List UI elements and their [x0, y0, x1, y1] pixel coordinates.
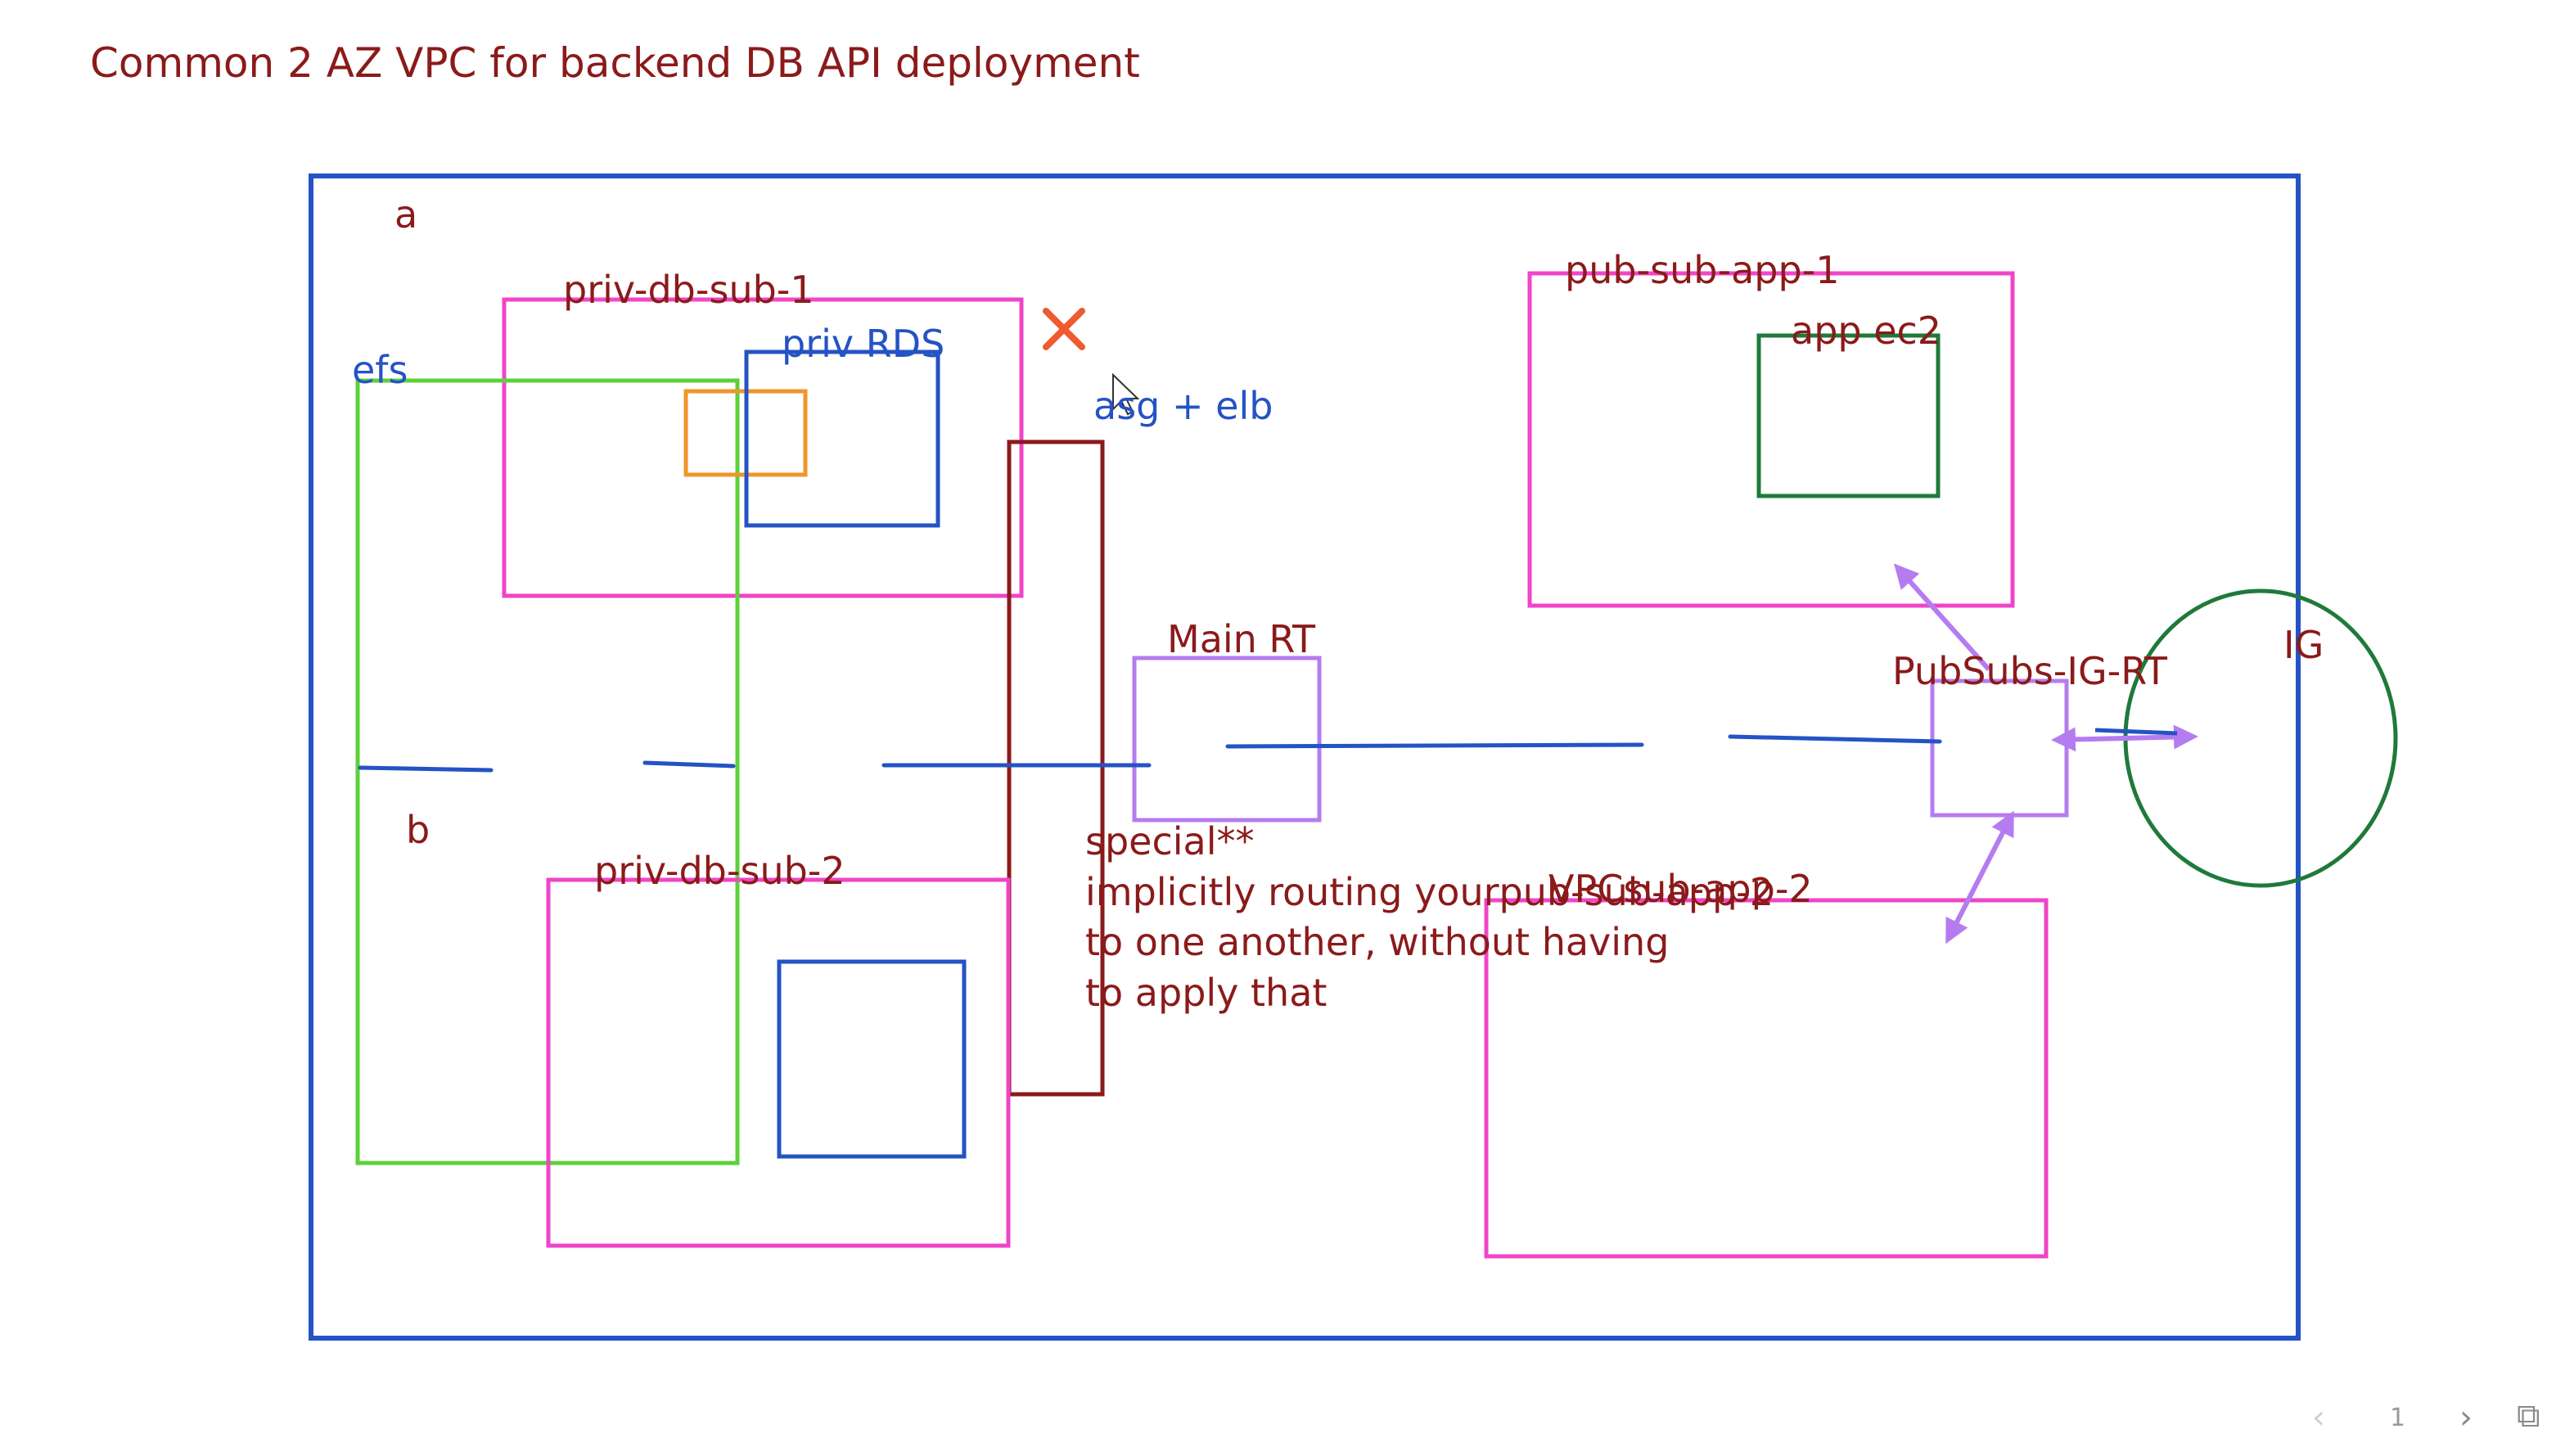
note-line-3: to one another, without having — [1085, 920, 1669, 964]
pager: ‹ 1 › ⧉ — [2247, 1366, 2574, 1456]
rt-ig-blue-link — [2094, 728, 2178, 736]
page-title: Common 2 AZ VPC for backend DB API deplo… — [90, 39, 1140, 87]
open-external-icon[interactable]: ⧉ — [2517, 1397, 2540, 1435]
pubsubs-ig-rt-box — [1930, 678, 2069, 818]
az-a-label: a — [394, 192, 417, 237]
pub-sub-app-1-box — [1527, 271, 2015, 608]
vpc-boundary — [309, 174, 2301, 1341]
priv-db-sub-1-label: priv-db-sub-1 — [563, 268, 814, 312]
priv-db-sub-2-label: priv-db-sub-2 — [594, 849, 845, 893]
note-line-1: special** — [1085, 819, 1255, 863]
rds-standby-box — [777, 959, 967, 1159]
arrow-rt-to-pub-sub-2 — [1945, 810, 2014, 944]
close-x-icon — [1043, 308, 1085, 350]
main-rt-box — [1132, 656, 1322, 823]
priv-rds-label: priv RDS — [782, 322, 944, 366]
pub-sub-app-2-label: VPCsub-app-2 — [1548, 867, 1813, 911]
az-b-label: b — [406, 808, 430, 852]
arrow-rt-to-pub-sub-1 — [1893, 563, 1991, 672]
note-line-4: to apply that — [1085, 971, 1327, 1015]
pubsubs-ig-rt-label: PubSubs-IG-RT — [1892, 649, 2168, 693]
priv-rds-box — [744, 349, 940, 528]
arrow-rt-to-ig — [2051, 724, 2198, 752]
pub-sub-app-2-box — [1484, 898, 2049, 1259]
pub-sub-app-1-label: pub-sub-app-1 — [1565, 248, 1840, 292]
priv-db-sub-1-box — [502, 297, 1024, 598]
az-divider-line — [358, 734, 1942, 773]
ig-label: IG — [2283, 623, 2324, 667]
page-number: 1 — [2390, 1404, 2406, 1432]
priv-db-sub-2-box — [546, 877, 1011, 1248]
next-page-button[interactable]: › — [2459, 1399, 2473, 1436]
prev-page-button[interactable]: ‹ — [2312, 1399, 2325, 1436]
efs-label: efs — [352, 348, 408, 392]
asg-elb-box — [1007, 440, 1105, 1097]
asg-elb-label: asg + elb — [1093, 384, 1273, 428]
app-ec2-box — [1756, 333, 1941, 498]
mouse-cursor-icon — [1112, 372, 1140, 416]
main-rt-label: Main RT — [1167, 617, 1316, 661]
app-ec2-label: app ec2 — [1791, 309, 1941, 353]
note-line-2: implicitly routing yourpub-sub-app-2 — [1085, 870, 1774, 914]
